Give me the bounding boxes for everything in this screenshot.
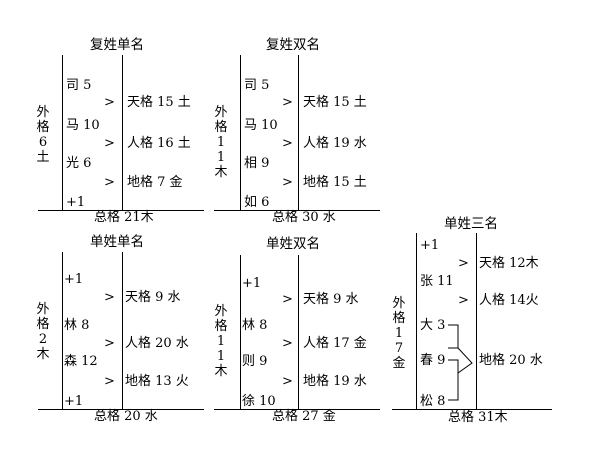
name-char: 林 8 [64, 318, 90, 333]
bracket-line [448, 359, 459, 401]
base-line [214, 409, 380, 410]
name-char: 松 8 [420, 394, 446, 409]
name-char: 司 5 [244, 78, 270, 93]
base-line [38, 210, 204, 211]
arrow: > [282, 95, 293, 110]
name-char: +1 [64, 394, 84, 409]
name-char: 森 12 [64, 354, 98, 369]
di-ge: 地格 13 火 [125, 374, 189, 389]
arrow: > [104, 95, 115, 110]
arrow: > [104, 136, 115, 151]
name-char: 春 9 [420, 353, 446, 368]
diagram-title: 单姓三名 [444, 216, 498, 232]
name-char: 相 9 [244, 156, 270, 171]
tian-ge: 天格 15 土 [303, 95, 367, 110]
right-divider [476, 233, 477, 409]
bracket-chevron [457, 347, 473, 374]
name-char: 大 3 [420, 318, 446, 333]
arrow: > [104, 175, 115, 190]
name-char: 则 9 [242, 354, 268, 369]
bracket-line [448, 324, 459, 349]
arrow: > [104, 290, 115, 305]
arrow: > [458, 256, 469, 271]
name-char: 如 6 [244, 195, 270, 210]
base-line [392, 409, 552, 410]
diagram-title: 复姓单名 [90, 37, 144, 53]
name-char: 司 5 [66, 78, 92, 93]
left-divider [62, 55, 63, 210]
right-divider [122, 252, 123, 409]
name-char: 马 10 [66, 118, 100, 133]
outer-ge-label: 外格17金 [392, 296, 406, 371]
bracket-connector [448, 324, 473, 401]
diagram-title: 单姓双名 [266, 236, 320, 252]
name-char: 林 8 [242, 318, 268, 333]
total-ge: 总格 30 水 [272, 210, 336, 225]
outer-ge-label: 外格6土 [36, 105, 50, 165]
tian-ge: 天格 9 水 [125, 290, 181, 305]
left-divider [240, 255, 241, 409]
left-divider [240, 55, 241, 210]
diagram-title: 复姓双名 [266, 37, 320, 53]
total-ge: 总格 20 水 [94, 409, 158, 424]
right-divider [122, 55, 123, 210]
di-ge: 地格 15 土 [303, 175, 367, 190]
arrow: > [282, 374, 293, 389]
name-char: 张 11 [420, 274, 454, 289]
left-divider [416, 233, 417, 409]
ren-ge: 人格 16 土 [127, 136, 191, 151]
ren-ge: 人格 17 金 [303, 336, 367, 351]
di-ge: 地格 7 金 [127, 175, 183, 190]
ren-ge: 人格 19 水 [303, 136, 367, 151]
outer-ge-label: 外格11木 [214, 304, 228, 379]
right-divider [298, 255, 299, 409]
name-char: 光 6 [66, 156, 92, 171]
left-divider [62, 252, 63, 409]
di-ge: 地格 19 水 [303, 374, 367, 389]
total-ge: 总格 31木 [448, 410, 508, 425]
name-char: +1 [420, 238, 440, 253]
name-char: +1 [66, 195, 86, 210]
total-ge: 总格 27 金 [272, 409, 336, 424]
arrow: > [104, 336, 115, 351]
tian-ge: 天格 9 水 [303, 292, 359, 307]
ren-ge: 人格 14火 [479, 293, 539, 308]
name-char: +1 [242, 276, 262, 291]
total-ge: 总格 21木 [94, 210, 154, 225]
arrow: > [104, 374, 115, 389]
name-char: +1 [64, 272, 84, 287]
tian-ge: 天格 15 土 [127, 95, 191, 110]
arrow: > [282, 136, 293, 151]
arrow: > [458, 293, 469, 308]
right-divider [298, 55, 299, 210]
base-line [38, 409, 204, 410]
name-char: 徐 10 [242, 394, 276, 409]
arrow: > [282, 292, 293, 307]
ren-ge: 人格 20 水 [125, 336, 189, 351]
arrow: > [282, 175, 293, 190]
diagram-title: 单姓单名 [90, 234, 144, 250]
outer-ge-label: 外格2木 [36, 302, 50, 362]
name-char: 马 10 [244, 118, 278, 133]
arrow: > [282, 336, 293, 351]
base-line [214, 210, 380, 211]
di-ge: 地格 20 水 [479, 353, 543, 368]
tian-ge: 天格 12木 [479, 256, 539, 271]
outer-ge-label: 外格11木 [214, 105, 228, 180]
